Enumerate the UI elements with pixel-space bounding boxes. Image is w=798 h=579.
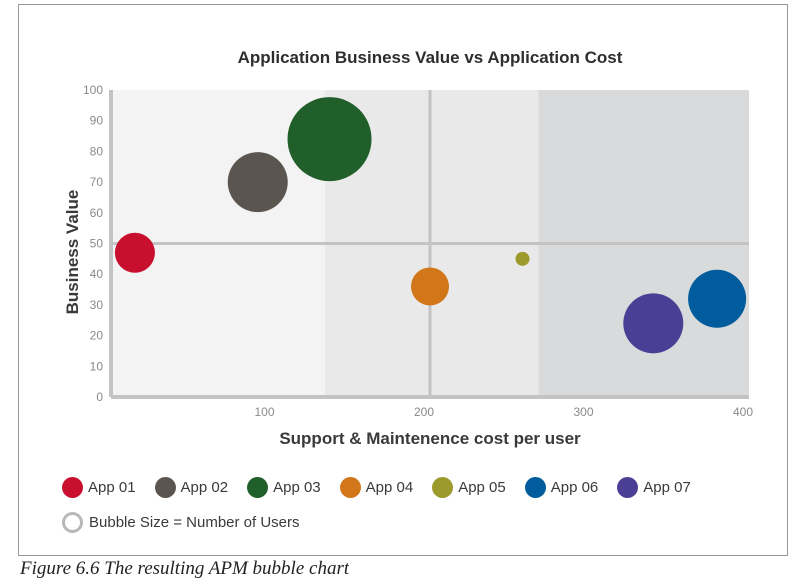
bubble-app-03 [287, 97, 372, 182]
quadrant-lines [109, 90, 749, 399]
y-tick-labels: 0 10 20 30 40 50 60 70 80 90 100 [83, 83, 103, 404]
bubble-size-ring-icon [62, 512, 83, 533]
y-tick-label: 90 [90, 114, 104, 128]
legend-swatch-app-04 [339, 476, 361, 498]
legend-item-app-07: App 07 [617, 476, 691, 498]
legend-swatch-app-01 [62, 476, 83, 498]
legend-label-app-03: App 03 [273, 478, 321, 496]
legend-swatch-app-02 [154, 476, 176, 498]
y-tick-label: 80 [90, 144, 104, 158]
legend: App 01 App 02 App 03 App 04 App 05 App 06 App … [62, 474, 782, 533]
bubble-app-01 [114, 232, 155, 273]
bubble-app-02 [227, 152, 288, 213]
y-tick-label: 50 [90, 237, 104, 251]
legend-label-app-02: App 02 [180, 478, 229, 496]
y-tick-label: 60 [90, 206, 104, 220]
y-axis-label: Business Value [63, 190, 82, 315]
y-tick-label: 70 [90, 175, 104, 189]
x-tick-labels: 100 200 300 400 [254, 405, 753, 419]
legend-swatch-app-07 [617, 476, 639, 498]
legend-item-app-02: App 02 [154, 476, 229, 498]
legend-note-text: Bubble Size = Number of Users [89, 514, 300, 531]
legend-label-app-04: App 04 [365, 478, 414, 496]
bubbles [114, 97, 747, 354]
bubble-app-04 [411, 267, 449, 306]
legend-label-app-06: App 06 [550, 478, 599, 496]
x-tick-label: 100 [254, 405, 274, 419]
legend-swatch-app-03 [247, 476, 269, 498]
legend-item-app-03: App 03 [247, 476, 321, 498]
y-tick-label: 30 [90, 298, 104, 312]
y-tick-label: 0 [96, 390, 103, 404]
legend-item-app-06: App 06 [524, 476, 599, 498]
x-tick-label: 400 [733, 405, 753, 419]
y-tick-label: 20 [90, 329, 104, 343]
legend-row: App 01 App 02 App 03 App 04 App 05 App 06 App … [62, 474, 782, 500]
y-tick-label: 100 [83, 83, 103, 97]
legend-note: Bubble Size = Number of Users [62, 512, 782, 533]
y-tick-label: 40 [90, 267, 104, 281]
bubble-app-06 [688, 269, 747, 328]
chart-title: Application Business Value vs Applicatio… [238, 48, 623, 67]
legend-label-app-01: App 01 [88, 478, 136, 496]
bubble-chart: Application Business Value vs Applicatio… [63, 48, 753, 448]
figure-caption: Figure 6.6 The resulting APM bubble char… [20, 558, 350, 579]
bubble-app-07 [623, 293, 684, 354]
legend-item-app-05: App 05 [432, 476, 506, 498]
legend-label-app-07: App 07 [643, 478, 691, 496]
y-tick-label: 10 [90, 359, 104, 373]
legend-swatch-app-06 [524, 476, 546, 498]
legend-swatch-app-05 [432, 476, 454, 498]
legend-item-app-01: App 01 [62, 476, 136, 498]
bubble-app-05 [515, 251, 530, 266]
x-tick-label: 200 [414, 405, 434, 419]
legend-label-app-05: App 05 [458, 478, 506, 496]
x-axis-label: Support & Maintenence cost per user [279, 429, 581, 448]
x-tick-label: 300 [573, 405, 593, 419]
legend-item-app-04: App 04 [339, 476, 414, 498]
